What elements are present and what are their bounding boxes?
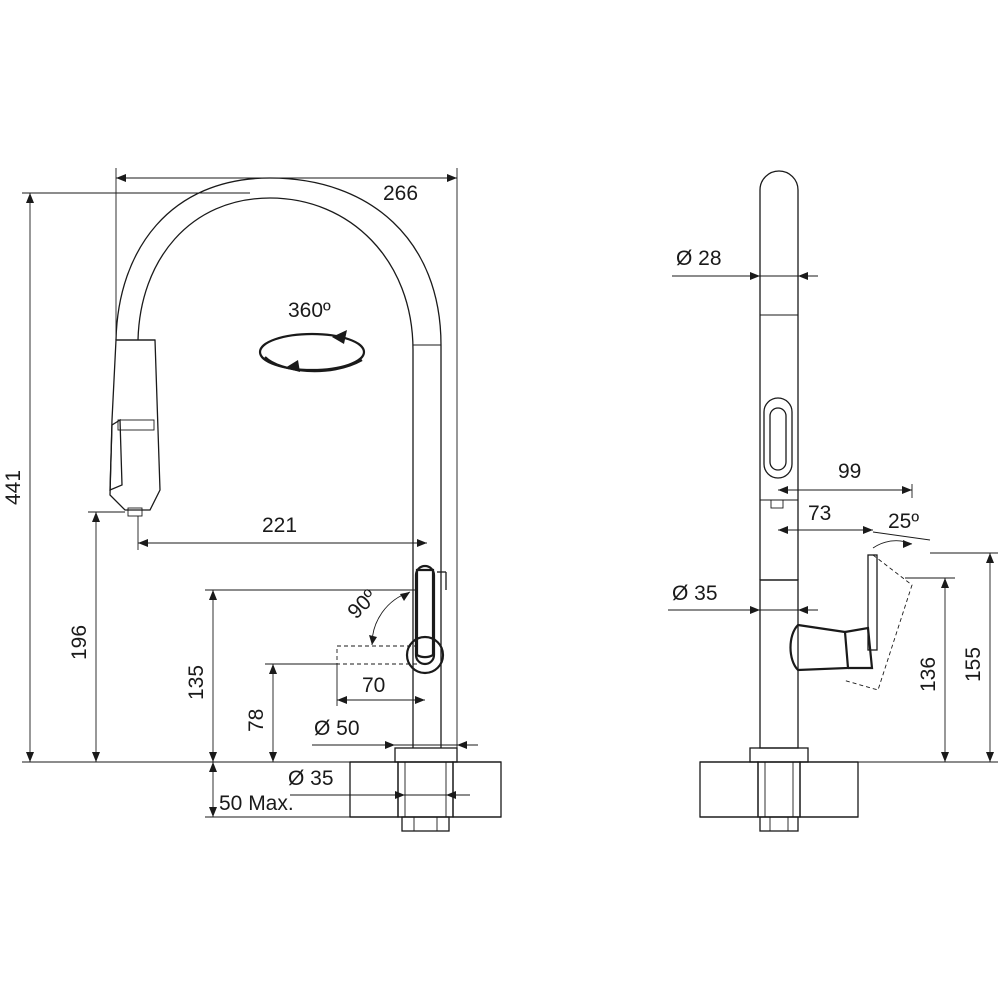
dim-lever-base-height-label: 78 bbox=[245, 709, 268, 732]
front-view: 360º 266 441 196 bbox=[2, 168, 502, 832]
front-body bbox=[405, 564, 447, 748]
dim-spout-reach bbox=[137, 516, 427, 550]
dim-side-body-diameter-label: Ø 35 bbox=[672, 582, 718, 605]
dim-lever-travel bbox=[336, 664, 425, 706]
dim-spout-height bbox=[88, 511, 125, 762]
dim-side-spout-diameter-label: Ø 28 bbox=[676, 247, 722, 270]
side-spout bbox=[759, 170, 799, 580]
dim-lever-height-label: 135 bbox=[185, 665, 208, 700]
dim-body-diameter bbox=[312, 741, 478, 749]
dim-max-counter bbox=[205, 762, 350, 818]
dim-side-lever-offset bbox=[778, 526, 873, 534]
dim-side-body-diameter bbox=[668, 606, 818, 614]
dim-lever-swing-label: 90º bbox=[343, 585, 381, 623]
dim-side-lever-angle-label: 25º bbox=[888, 510, 919, 533]
rotation-label: 360º bbox=[288, 299, 331, 322]
dim-side-lever-height-label: 136 bbox=[917, 657, 940, 692]
dim-lever-height bbox=[205, 589, 415, 762]
dim-side-lever-height bbox=[905, 577, 955, 762]
dim-max-counter-label: 50 Max. bbox=[219, 792, 294, 815]
dim-spout-reach-label: 221 bbox=[262, 514, 297, 537]
dim-height-total bbox=[22, 192, 350, 763]
rotation-arrow-icon bbox=[258, 330, 366, 373]
dim-side-lever-offset-label: 73 bbox=[808, 502, 831, 525]
dim-height-total-label: 441 bbox=[2, 470, 25, 505]
side-countertop bbox=[699, 761, 859, 832]
dim-side-lever-reach-label: 99 bbox=[838, 460, 861, 483]
dim-width-total-label: 266 bbox=[383, 182, 418, 205]
dim-side-lever-top bbox=[858, 552, 998, 763]
front-countertop bbox=[349, 761, 502, 832]
side-body bbox=[759, 554, 913, 749]
front-base-flange bbox=[394, 747, 458, 763]
dim-body-diameter-label: Ø 50 bbox=[314, 717, 360, 740]
lever-swing-indicator bbox=[336, 591, 418, 665]
dim-lever-travel-label: 70 bbox=[362, 674, 385, 697]
dim-side-lever-top-label: 155 bbox=[962, 647, 985, 682]
dim-shank-diameter-label: Ø 35 bbox=[288, 767, 334, 790]
side-base-flange bbox=[749, 747, 809, 763]
side-view: Ø 28 Ø 35 99 73 25º bbox=[668, 170, 998, 832]
dim-lever-base-height bbox=[265, 663, 337, 762]
dim-side-spout-diameter bbox=[672, 272, 818, 280]
dim-spout-height-label: 196 bbox=[68, 625, 91, 660]
dim-width-total bbox=[115, 168, 458, 748]
dim-side-lever-reach bbox=[778, 484, 913, 498]
dim-shank-diameter bbox=[290, 791, 470, 799]
dim-side-lever-angle bbox=[872, 531, 931, 549]
